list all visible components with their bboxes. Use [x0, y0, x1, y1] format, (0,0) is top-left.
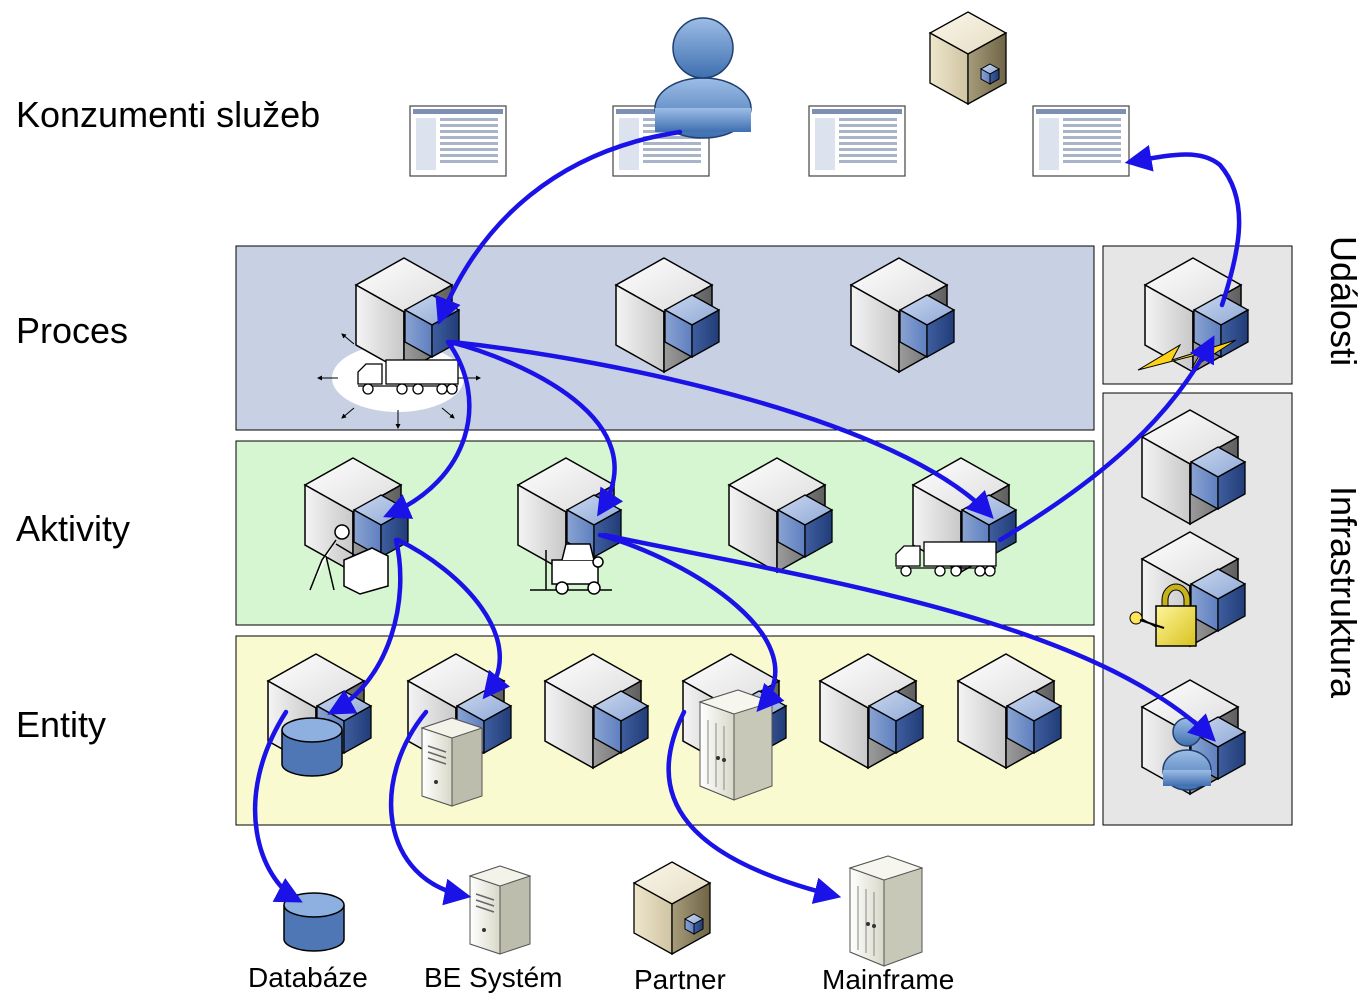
- flow-activity-to-entity-1: [327, 537, 403, 715]
- flow-entity-to-mainframe: [666, 709, 842, 904]
- layer-label-entities: Entity: [16, 704, 107, 745]
- entity-server-icon: [421, 717, 483, 807]
- backend-label-be-system: BE Systém: [424, 962, 563, 993]
- flow-entity-to-be-system: [388, 709, 472, 906]
- layer-label-consumers: Konzumenti služeb: [16, 94, 321, 135]
- worker-icon: [309, 524, 389, 595]
- app-screen-2: [808, 105, 906, 177]
- be-system-server-icon: [469, 865, 531, 955]
- flow-entity-to-database: [252, 709, 303, 903]
- app-screen-3: [1032, 105, 1130, 177]
- mainframe-icon: [849, 855, 923, 967]
- flow-arrows: [252, 129, 1242, 906]
- layer-label-activities: Aktivity: [16, 508, 131, 549]
- flow-process-to-activity-1: [383, 339, 472, 519]
- lock-icon: [1129, 583, 1197, 647]
- entity-database-icon: [281, 717, 343, 777]
- user-icon: [654, 17, 752, 139]
- flow-activity-to-event: [997, 335, 1215, 543]
- backend-label-database: Databáze: [248, 962, 368, 993]
- flow-activity-to-entity-4: [597, 532, 785, 713]
- flow-process-to-activity-4: [449, 339, 994, 519]
- side-label-events: Události: [1323, 236, 1364, 367]
- layer-label-process: Proces: [16, 310, 129, 351]
- side-label-infrastructure: Infrastruktura: [1323, 486, 1364, 699]
- flow-activity-to-identity: [601, 532, 1216, 742]
- flow-user-to-process: [435, 129, 683, 326]
- external-service-cube: [929, 11, 1007, 105]
- partner-cube-icon: [633, 861, 711, 955]
- forklift-icon: [530, 543, 612, 595]
- backend-label-partner: Partner: [634, 964, 726, 995]
- flow-activity-to-entity-2: [395, 537, 511, 700]
- flow-process-to-activity-2: [447, 339, 624, 517]
- web-page-screen: [409, 105, 507, 177]
- backend-label-mainframe: Mainframe: [822, 964, 955, 995]
- database-icon: [283, 892, 345, 952]
- flow-event-to-screen: [1124, 144, 1242, 308]
